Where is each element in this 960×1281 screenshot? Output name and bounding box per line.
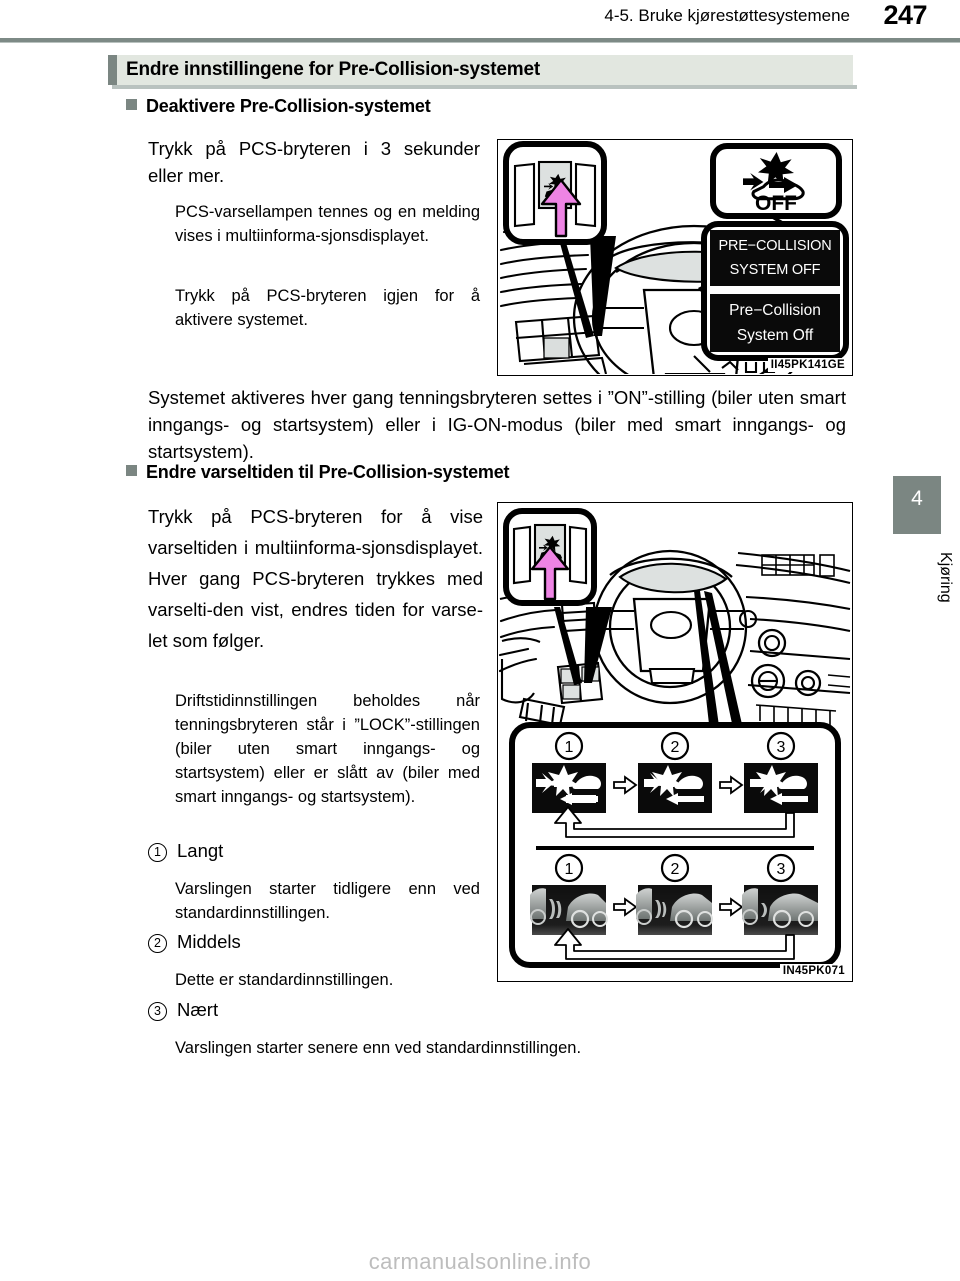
circled-number-3: 3	[148, 1002, 167, 1021]
sequence-row2-num-1: 1	[565, 861, 574, 878]
sequence-row-2: 1 2 3	[530, 853, 818, 960]
subsection-2-heading: Endre varseltiden til Pre-Collision-syst…	[126, 462, 510, 483]
figure-1-code: II45PK141GE	[767, 358, 848, 372]
header-section-reference: 4-5. Bruke kjørestøttesystemene	[604, 6, 850, 25]
display-line-1: PRE−COLLISION	[718, 238, 831, 254]
list-item-3-description: Varslingen starter senere enn ved standa…	[175, 1039, 582, 1057]
chapter-label: Kjøring	[937, 552, 954, 603]
callout-display-messages: PRE−COLLISION SYSTEM OFF Pre−Collision S…	[701, 221, 849, 361]
page-number: 247	[883, 0, 927, 30]
list-item-2-label: Middels	[177, 931, 241, 952]
subsection-1-heading-text: Deaktivere Pre-Collision-systemet	[146, 96, 431, 116]
sequence-row1-num-3: 3	[777, 739, 786, 756]
list-item-2: 2 Middels	[148, 931, 241, 953]
subsection-2-lead: Trykk på PCS-bryteren for å vise varselt…	[148, 506, 483, 651]
subsection-1-lead: Trykk på PCS-bryteren i 3 sekunder eller…	[148, 138, 480, 186]
callout-pcs-switch	[503, 141, 607, 245]
section-bar-shadow	[112, 85, 857, 89]
sequence-row2-num-3: 3	[777, 861, 786, 878]
list-item-2-description: Dette er standardinnstillingen.	[175, 971, 394, 989]
list-item-3-label: Nært	[177, 999, 219, 1020]
section-title-bar: Endre innstillingene for Pre-Collision-s…	[108, 55, 857, 89]
figure-2-artwork: 1 2 3	[498, 508, 851, 968]
circled-number-2: 2	[148, 934, 167, 953]
subsection-1-detail-1: PCS-varsellampen tennes og en melding vi…	[175, 203, 480, 245]
subsection-1-heading: Deaktivere Pre-Collision-systemet	[126, 96, 431, 117]
sequence-row1-num-2: 2	[671, 739, 680, 756]
display-line-2: SYSTEM OFF	[730, 262, 821, 278]
header-rule-light	[0, 42, 960, 43]
list-item-1: 1 Langt	[148, 840, 223, 862]
section-title: Endre innstillingene for Pre-Collision-s…	[126, 59, 540, 80]
sequence-row-1: 1 2 3	[532, 731, 818, 838]
callout-off-label: OFF	[755, 192, 797, 215]
chapter-number: 4	[911, 487, 923, 510]
subsection-1-note: Systemet aktiveres hver gang tenningsbry…	[148, 387, 846, 462]
figure-pcs-switch-off: OFF PRE−COLLISION SYSTEM OFF Pre−Collisi…	[497, 139, 853, 376]
header-rule	[0, 38, 960, 42]
subsection-2-detail-1: Driftstidinnstillingen beholdes når tenn…	[175, 692, 480, 806]
sequence-row2-num-2: 2	[671, 861, 680, 878]
callout-off-indicator: OFF	[710, 143, 842, 219]
page-header: 4-5. Bruke kjørestøttesystemene 247	[0, 0, 960, 44]
figure-pcs-warning-timing: 1 2 3	[497, 502, 853, 982]
figure-2-code: IN45PK071	[779, 964, 848, 978]
figure-1-artwork: OFF PRE−COLLISION SYSTEM OFF Pre−Collisi…	[499, 141, 849, 374]
subsection-2-heading-text: Endre varseltiden til Pre-Collision-syst…	[146, 462, 510, 482]
display-line-3: Pre−Collision	[729, 302, 821, 319]
callout-pcs-switch-2	[503, 508, 597, 606]
circled-number-1: 1	[148, 843, 167, 862]
list-item-1-label: Langt	[177, 840, 224, 861]
square-bullet-icon	[126, 465, 137, 476]
list-item-1-description: Varslingen starter tidligere enn ved sta…	[175, 880, 480, 922]
square-bullet-icon	[126, 99, 137, 110]
callout-timing-sequences: 1 2 3	[509, 722, 841, 968]
list-item-3: 3 Nært	[148, 999, 218, 1021]
chapter-tab: 4	[893, 476, 941, 534]
subsection-1-detail-2: Trykk på PCS-bryteren igjen for å aktive…	[175, 287, 480, 329]
section-accent-bar	[108, 55, 117, 85]
watermark: carmanualsonline.info	[368, 1249, 592, 1274]
sequence-row1-num-1: 1	[565, 739, 574, 756]
display-line-4: System Off	[737, 327, 814, 344]
